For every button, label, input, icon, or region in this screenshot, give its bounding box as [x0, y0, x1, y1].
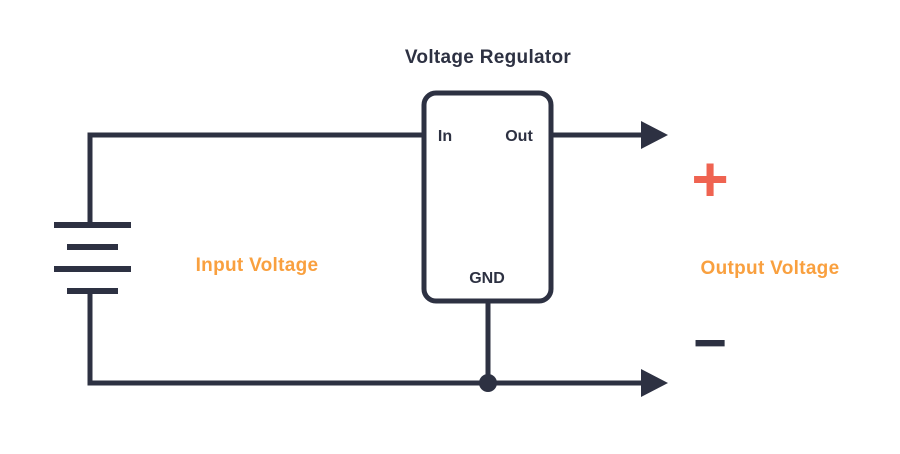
regulator-box [421, 90, 554, 304]
plus-sign: + [691, 143, 728, 215]
pin-label-in: In [438, 128, 452, 145]
diagram-title: Voltage Regulator [405, 47, 572, 68]
pin-label-gnd: GND [469, 270, 505, 287]
output-voltage-label: Output Voltage [701, 258, 840, 279]
input-voltage-label: Input Voltage [196, 255, 319, 276]
arrowhead-bottom-icon [641, 369, 668, 397]
battery-icon [54, 222, 131, 294]
pin-label-out: Out [505, 128, 533, 145]
wire-input [87, 132, 424, 225]
wire-bottom [87, 291, 645, 386]
arrowhead-top-icon [641, 121, 668, 149]
minus-sign: − [693, 310, 727, 375]
junction-dot-icon [479, 374, 497, 392]
